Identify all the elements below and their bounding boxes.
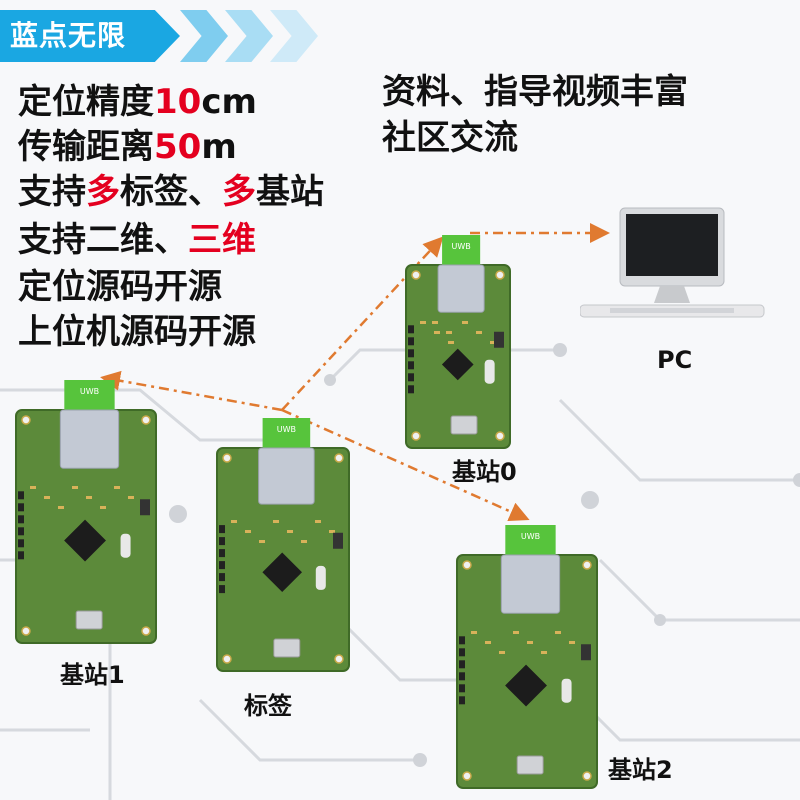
uwb-module-marking: UWB xyxy=(451,242,470,251)
link-tag-anchor1 xyxy=(100,370,283,412)
info-line-community: 社区交流 xyxy=(382,118,518,158)
link-tag-anchor2 xyxy=(281,408,530,522)
brand-name: 蓝点无限 xyxy=(10,19,127,52)
board-anchor0: UWB xyxy=(405,235,511,449)
board-tag: UWB xyxy=(216,418,350,672)
anchor1-label: 基站1 xyxy=(60,661,125,689)
uwb-module-marking: UWB xyxy=(80,387,99,396)
anchor0-label: 基站0 xyxy=(452,458,517,486)
feature-2d-3d: 支持二维、三维 xyxy=(18,220,256,260)
board-anchor2: UWB xyxy=(456,525,598,789)
tag-label: 标签 xyxy=(244,692,292,720)
feature-accuracy: 定位精度10cm xyxy=(18,82,257,122)
feature-range: 传输距离50m xyxy=(18,127,237,167)
uwb-module-marking: UWB xyxy=(521,532,540,541)
anchor2-label: 基站2 xyxy=(608,756,673,784)
brand-banner: 蓝点无限 xyxy=(0,10,180,62)
feature-open-source-host: 上位机源码开源 xyxy=(18,312,256,352)
feature-multi-tag-anchor: 支持多标签、多基站 xyxy=(18,172,324,212)
pc-icon xyxy=(580,207,765,318)
pc-label: PC xyxy=(657,346,693,374)
uwb-module-marking: UWB xyxy=(277,425,296,434)
feature-open-source-firmware: 定位源码开源 xyxy=(18,267,222,307)
info-line-resources: 资料、指导视频丰富 xyxy=(382,72,688,112)
board-anchor1: UWB xyxy=(15,380,157,644)
